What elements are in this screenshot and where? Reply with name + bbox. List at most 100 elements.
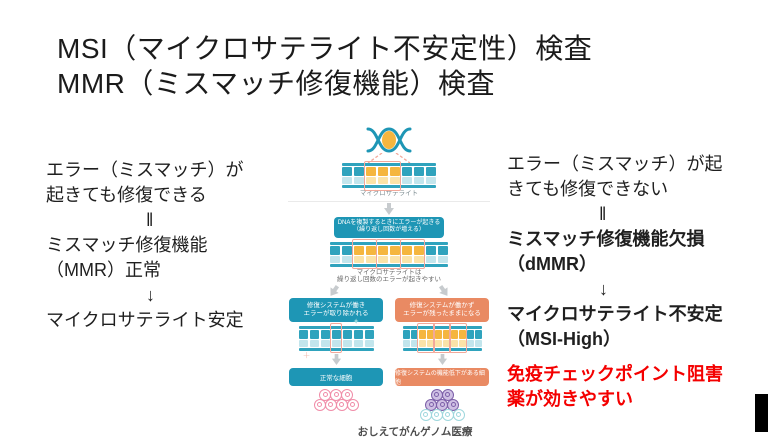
dna-row-part	[298, 329, 374, 347]
down-left-arrow-icon	[326, 282, 343, 299]
dna-row-part	[414, 245, 424, 263]
dna-row-part	[450, 329, 458, 347]
cell-row	[419, 408, 465, 421]
dna-row-part	[330, 245, 448, 263]
dna-row-part	[390, 255, 400, 263]
dna-row-part	[466, 329, 474, 339]
dna-row-part	[378, 177, 388, 184]
down-arrow-symbol: ↓	[599, 279, 608, 299]
normal-cell-cluster	[313, 388, 359, 411]
cell-icon	[341, 388, 353, 401]
dna-row-part	[354, 177, 364, 184]
dna-row-part	[414, 255, 424, 263]
cell-icon	[441, 388, 454, 401]
dna-row-part	[402, 245, 412, 255]
step-arrow	[383, 202, 395, 215]
divider	[288, 200, 490, 202]
dna-row-part	[331, 329, 341, 347]
dna-row-part	[414, 245, 424, 255]
dna-row-part	[309, 329, 319, 347]
title-line-1: MSI（マイクロサテライト不安定性）検査	[57, 33, 593, 64]
down-arrow-icon	[384, 202, 394, 215]
box-line: エラーが取り除かれる	[303, 309, 369, 317]
dna-row-part	[438, 245, 448, 263]
dna-row-part	[426, 245, 436, 263]
dna-row-part	[390, 245, 400, 255]
dna-row-part	[402, 339, 410, 347]
box-line: 修復システムが働かず	[409, 301, 475, 309]
dna-row-part	[354, 255, 364, 263]
page-title: MSI（マイクロサテライト不安定性）検査 MMR（ミスマッチ修復機能）検査	[57, 31, 592, 101]
dna-row-part	[390, 177, 400, 184]
dna-row-part	[474, 329, 482, 339]
cell-row	[430, 388, 454, 401]
title-line-2: MMR（ミスマッチ修復機能）検査	[57, 68, 496, 99]
dna-row-part	[353, 329, 363, 339]
dna-row-part	[366, 245, 376, 255]
dna-row-part	[309, 339, 319, 347]
dna-row-part	[402, 329, 410, 347]
dna-row-part	[434, 329, 442, 347]
dna-row-part	[298, 347, 374, 351]
dna-row-part	[364, 329, 374, 339]
dna-row-part	[366, 245, 376, 263]
dna-row-part	[342, 329, 352, 347]
dna-row-part	[414, 167, 424, 176]
dna-row-part	[402, 255, 412, 263]
dna-row-part	[331, 329, 341, 339]
caption-line: 繰り返し回数のエラーが起きやすい	[337, 276, 441, 283]
text-line: ミスマッチ修復機能	[46, 235, 208, 255]
dna-row-part	[342, 163, 436, 166]
caption-line: マイクロサテライトは	[356, 268, 422, 276]
dna-row-part	[331, 339, 341, 347]
text-line: 起きても修復できる	[46, 185, 207, 205]
cell-icon	[346, 398, 359, 411]
dna-row-part	[354, 245, 364, 255]
text-line: マイクロサテライト不安定	[507, 304, 723, 324]
dna-row-part	[309, 329, 319, 339]
dna-row-part	[364, 339, 374, 347]
down-arrow-symbol: ↓	[146, 285, 155, 305]
dna-row-part	[414, 167, 424, 184]
dna-row-part	[330, 245, 340, 263]
dna-row-part	[330, 241, 448, 245]
dna-row-part	[466, 329, 474, 347]
dna-row-part	[298, 325, 374, 329]
row-wrapper: ✦ ＋	[298, 317, 374, 359]
dna-row-part	[342, 167, 352, 176]
dna-base-row-with-errors	[330, 239, 448, 269]
cell-icon	[430, 388, 443, 401]
dna-row-part	[426, 255, 436, 263]
dna-row-part	[450, 339, 458, 347]
source-credit: おしえてがんゲノム医療	[357, 425, 473, 438]
dna-base-row-unrepaired	[402, 323, 482, 353]
text-line: きても修復できない	[507, 179, 669, 199]
deficient-cell-box: 修復システムの機能低下がある細胞	[395, 367, 489, 386]
highlight-line: 免疫チェックポイント阻害	[507, 364, 723, 384]
dna-helix-icon	[366, 127, 412, 153]
dna-row-part	[390, 167, 400, 176]
dna-row-part	[438, 255, 448, 263]
dna-row-part	[410, 329, 418, 347]
equals-symbol: ‖	[599, 204, 607, 224]
dna-row-part	[426, 339, 434, 347]
error-highlight-box	[400, 239, 425, 269]
dna-row-part	[402, 325, 482, 329]
dna-row-part	[366, 255, 376, 263]
microsatellite-label: マイクロサテライト	[359, 190, 419, 197]
sparkle-icon: ✦	[352, 316, 360, 326]
dna-row-part	[342, 167, 352, 184]
error-highlight-box	[448, 323, 467, 353]
step-arrow	[331, 353, 342, 365]
error-highlight-box	[416, 323, 435, 353]
dna-row-part	[438, 245, 448, 255]
dna-row-part	[366, 177, 376, 184]
dna-row-part	[402, 329, 410, 339]
error-highlight-box	[432, 323, 451, 353]
down-arrow-icon	[331, 353, 341, 365]
cell-row	[425, 398, 459, 411]
cell-icon	[335, 398, 348, 411]
repair-works-box: 修復システムが働き エラーが取り除かれる	[289, 297, 383, 322]
dna-row-part	[414, 177, 424, 184]
spacer	[507, 352, 762, 362]
